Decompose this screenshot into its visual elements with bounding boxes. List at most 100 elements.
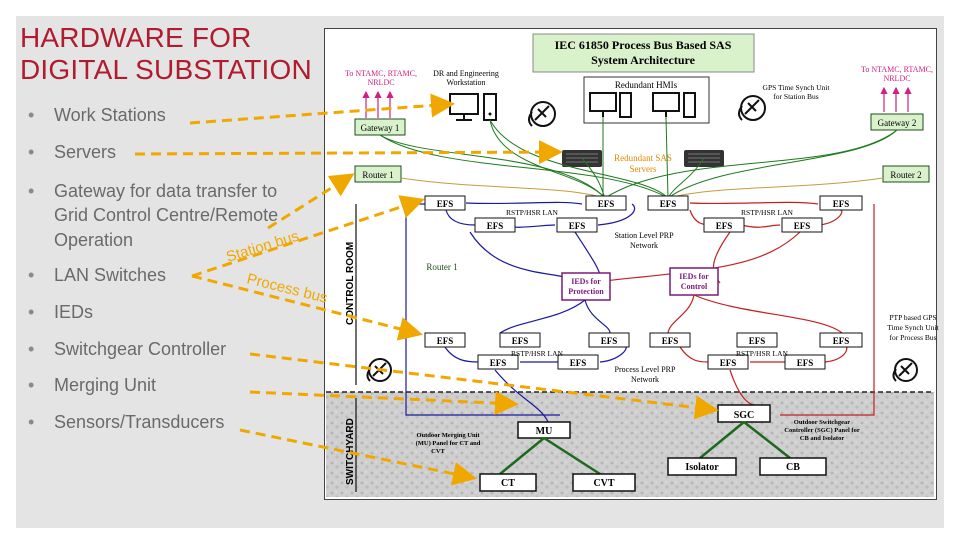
arrow-switchgear-controller <box>249 352 719 420</box>
efs-label: EFS <box>749 336 766 346</box>
ptp-gps-line-3: for Process Bus <box>889 333 936 342</box>
redundant-servers-line-2: Servers <box>630 164 657 174</box>
blue-lan-outer-loop <box>405 204 560 416</box>
ieds-protection-line-1: IEDs for <box>571 277 601 286</box>
bullet-dot: • <box>28 142 35 162</box>
gateway-2-label: Gateway 2 <box>878 118 917 128</box>
ntamc-left-line-1: To NTAMC, RTAMC, <box>345 69 417 78</box>
gps-station-line-2: for Station Bus <box>773 92 818 101</box>
efs-switch <box>703 217 745 233</box>
ptp-gps-line-2: Time Synch Unit <box>887 323 939 332</box>
dr-workstation-icon <box>449 93 497 121</box>
dr-workstation-line-1: DR and Engineering <box>433 69 499 78</box>
satellite-icon-process <box>892 358 918 382</box>
sgc-panel-line-3: CB and Isolator <box>800 435 845 442</box>
efs-switch <box>588 332 630 348</box>
ptp-gps-line-1: PTP based GPS <box>889 313 936 322</box>
efs-label: EFS <box>833 199 850 209</box>
router-1-inner-label: Router 1 <box>426 262 457 272</box>
redundant-hmis-label: Redundant HMIs <box>615 80 678 90</box>
efs-switch <box>556 217 598 233</box>
efs-label: EFS <box>490 358 507 368</box>
ntamc-right-line-1: To NTAMC, RTAMC, <box>861 65 933 74</box>
efs-switch <box>707 354 749 370</box>
diagram-title-box <box>532 33 755 73</box>
station-bus-links <box>379 116 898 199</box>
router-2-box <box>882 165 930 183</box>
arrow-lan-process <box>191 274 423 341</box>
process-blue-ring <box>444 299 627 423</box>
hmi-2-icon <box>652 92 696 118</box>
process-prp-line-2: Network <box>631 375 659 384</box>
diagram-title-line-1: IEC 61850 Process Bus Based SAS <box>555 38 732 52</box>
efs-switch <box>585 195 627 211</box>
satellite-icon-left <box>528 101 556 127</box>
ct-box <box>479 473 537 492</box>
ntamc-left-arrows <box>362 90 394 118</box>
process-prp-line-1: Process Level PRP <box>615 365 676 374</box>
ieds-protection-box <box>561 272 611 301</box>
router-2-label: Router 2 <box>890 170 921 180</box>
efs-switch <box>736 332 778 348</box>
efs-switch <box>649 332 691 348</box>
mu-panel-line-2: (MU) Panel for CT and <box>416 440 481 447</box>
router-1-box <box>354 165 402 183</box>
cvt-box <box>572 473 636 492</box>
ntamc-right-arrows <box>880 86 912 112</box>
efs-label: EFS <box>487 221 504 231</box>
efs-switch <box>557 354 599 370</box>
efs-label: EFS <box>716 221 733 231</box>
bullet-dot: • <box>28 265 35 285</box>
station-rstp-right-label: RSTP/HSR LAN <box>741 208 793 217</box>
slide-title-line-1: HARDWARE FOR <box>20 22 252 53</box>
bullet-dot: • <box>28 412 35 432</box>
efs-label: EFS <box>662 336 679 346</box>
arrow-work-stations <box>189 93 455 125</box>
slide-title: HARDWARE FOR DIGITAL SUBSTATION <box>20 22 312 86</box>
efs-switch <box>784 354 826 370</box>
bullet-dot: • <box>28 302 35 322</box>
efs-switch <box>781 217 823 233</box>
diagram-title-line-2: System Architecture <box>591 53 696 67</box>
dr-workstation-line-2: Workstation <box>447 78 486 87</box>
station-prp-line-1: Station Level PRP <box>614 231 674 240</box>
satellite-icon-station <box>738 95 766 121</box>
mu-panel-line-1: Outdoor Merging Unit <box>416 432 480 439</box>
field-device-links <box>499 421 791 476</box>
efs-label: EFS <box>570 358 587 368</box>
efs-switch <box>499 332 541 348</box>
ieds-control-line-1: IEDs for <box>679 272 709 281</box>
bullet-dot: • <box>28 375 35 395</box>
gateway-1-label: Gateway 1 <box>361 123 400 133</box>
efs-label: EFS <box>797 358 814 368</box>
isolator-label: Isolator <box>685 462 719 473</box>
arrow-merging-unit <box>249 390 519 416</box>
ntamc-right-line-2: NRLDC <box>883 74 910 83</box>
cb-label: CB <box>786 462 800 473</box>
station-rstp-left-label: RSTP/HSR LAN <box>506 208 558 217</box>
ieds-protection-line-2: Protection <box>568 287 604 296</box>
efs-switch <box>647 195 689 211</box>
process-efs-switches: EFS EFS EFS EFS EFS EFS EFS EFS EFS EFS <box>424 332 863 370</box>
efs-switch <box>819 332 863 348</box>
bullet-dot: • <box>28 181 35 201</box>
station-bus-label: Station bus <box>224 228 301 266</box>
sgc-label: SGC <box>734 410 755 421</box>
station-prp-line-2: Network <box>630 241 658 250</box>
process-rstp-left-label: RSTP/HSR LAN <box>511 349 563 358</box>
sgc-panel-line-1: Outdoor Switchgear <box>794 419 851 426</box>
arrow-servers <box>134 140 563 165</box>
arrow-sensors <box>239 428 477 486</box>
efs-label: EFS <box>569 221 586 231</box>
efs-switch <box>477 354 519 370</box>
efs-label: EFS <box>437 199 454 209</box>
station-efs-switches: EFS EFS EFS EFS EFS EFS EFS EFS <box>424 195 863 233</box>
mu-panel-line-3: CVT <box>431 448 445 455</box>
efs-label: EFS <box>794 221 811 231</box>
efs-switch <box>424 332 466 348</box>
mu-label: MU <box>536 426 553 437</box>
isolator-box <box>667 457 737 476</box>
ct-label: CT <box>501 478 515 489</box>
red-lan-outer-loop <box>780 204 875 416</box>
